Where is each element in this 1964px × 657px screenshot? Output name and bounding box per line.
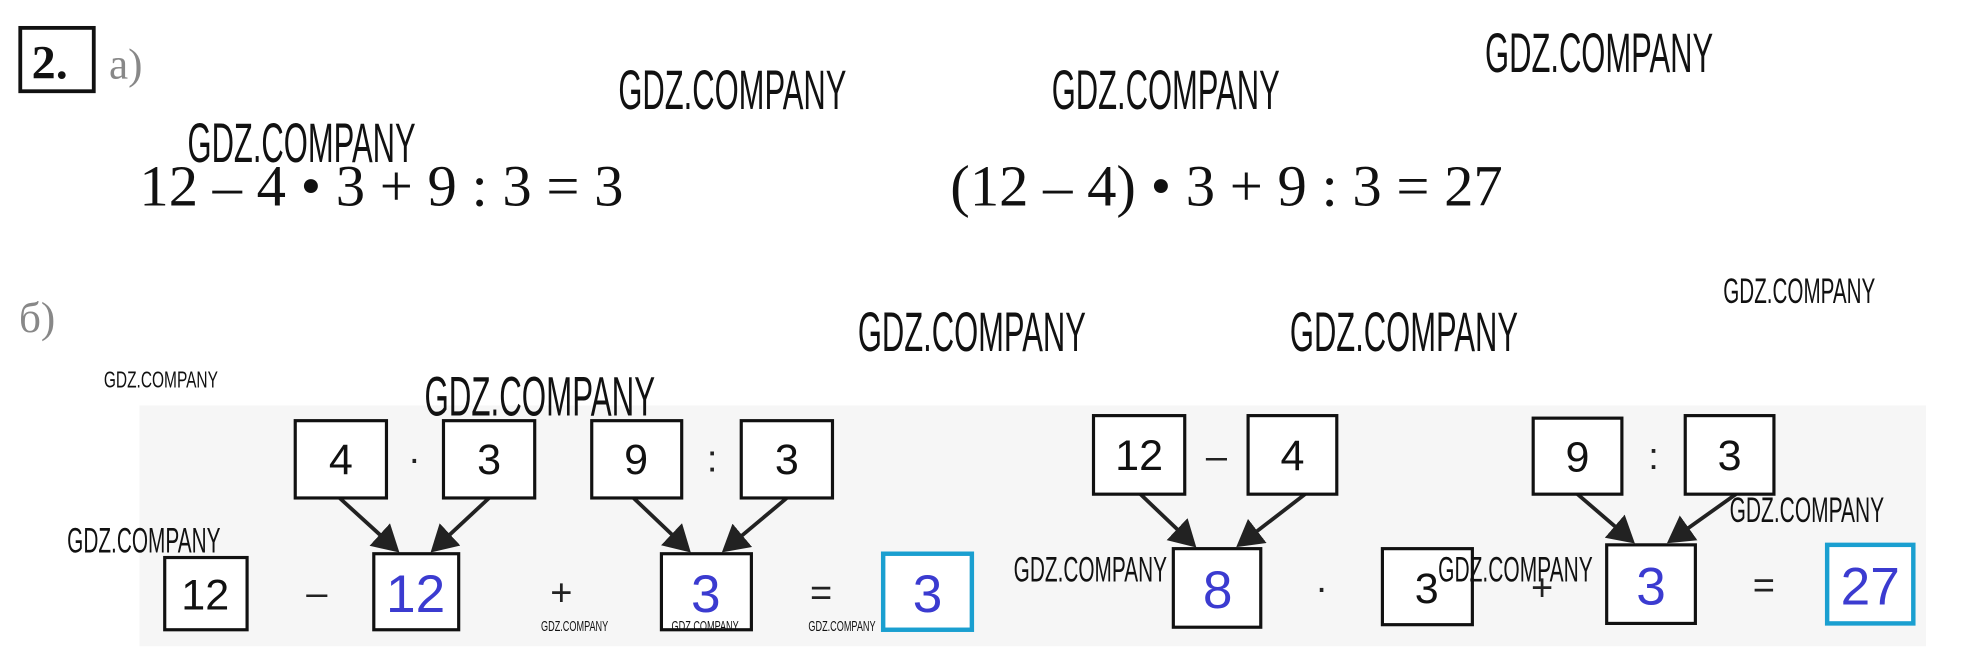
operand: 9 [1566,433,1590,481]
operand: 3 [1415,565,1439,613]
watermark: GDZ.COMPANY [1730,490,1885,530]
operator: · [408,438,421,480]
arrow [721,496,789,553]
answer: 3 [691,565,721,624]
answer-box [1605,543,1697,626]
arrow [430,496,491,553]
arrow [338,496,400,553]
operand-box [293,419,389,500]
watermark: GDZ.COMPANY [1014,550,1167,590]
equation-2: (12 – 4) • 3 + 9 : 3 = 27 [950,153,1502,218]
equation-1: 12 – 4 • 3 + 9 : 3 = 3 [139,153,623,218]
diagram-1: 4 · 3 9 : 3 12 – 12 + 3 = 3 [163,419,975,632]
operand-box [739,419,835,500]
operator: : [707,438,718,480]
operand-box [163,555,249,632]
operator: + [1531,568,1553,610]
operand: 12 [181,571,229,619]
operand-box [1246,414,1339,496]
part-b-label: б) [19,295,55,342]
watermark: GDZ.COMPANY [1723,271,1875,311]
operand: 9 [624,436,648,484]
operand: 3 [775,436,799,484]
answer-box [372,552,461,632]
operator: · [1315,568,1328,610]
arrow [1666,492,1738,544]
operand-box [441,419,537,500]
task-number: 2. [32,37,68,90]
diagram-2: 12 – 4 9 : 3 8 · 3 + 3 = 27 [1091,414,1916,629]
watermarks: GDZ.COMPANY GDZ.COMPANY GDZ.COMPANY GDZ.… [67,22,1884,635]
operator: = [810,573,832,615]
operand-box [1091,414,1187,496]
answer-box [1171,547,1263,629]
watermark: GDZ.COMPANY [188,112,416,174]
operator: – [306,573,328,615]
answer: 3 [1636,557,1666,616]
watermark: GDZ.COMPANY [1485,22,1713,84]
operand-box [1380,547,1474,627]
part-a-label: а) [109,42,142,89]
arrow [1576,492,1635,544]
operand-box [1531,416,1624,496]
watermark: GDZ.COMPANY [808,618,875,635]
operand: 3 [1718,432,1742,480]
arrow [1139,492,1197,548]
answer-box [659,552,753,632]
operand: 4 [1280,432,1304,480]
operator: = [1753,565,1775,607]
operator: + [550,573,572,615]
arrow [1236,492,1307,548]
operator: – [1206,436,1228,478]
result-box [880,551,975,632]
arrow [632,496,691,553]
operand: 12 [1115,432,1163,480]
watermark: GDZ.COMPANY [1290,301,1518,363]
operand-box [590,419,684,500]
operand: 3 [477,436,501,484]
watermark: GDZ.COMPANY [1438,550,1593,590]
watermark: GDZ.COMPANY [424,366,655,428]
operator: : [1648,436,1659,478]
watermark: GDZ.COMPANY [618,59,846,121]
result-box [1824,542,1916,626]
operand-box [1683,414,1776,496]
watermark: GDZ.COMPANY [104,367,218,393]
watermark: GDZ.COMPANY [541,618,608,635]
result: 3 [913,565,943,624]
operand: 4 [329,436,353,484]
answer: 8 [1203,561,1233,620]
watermark: GDZ.COMPANY [858,301,1086,363]
watermark: GDZ.COMPANY [67,520,220,560]
result: 27 [1841,557,1900,616]
task-number-box [18,25,96,94]
answer: 12 [386,565,445,624]
watermark: GDZ.COMPANY [672,618,739,635]
watermark: GDZ.COMPANY [1052,59,1280,121]
